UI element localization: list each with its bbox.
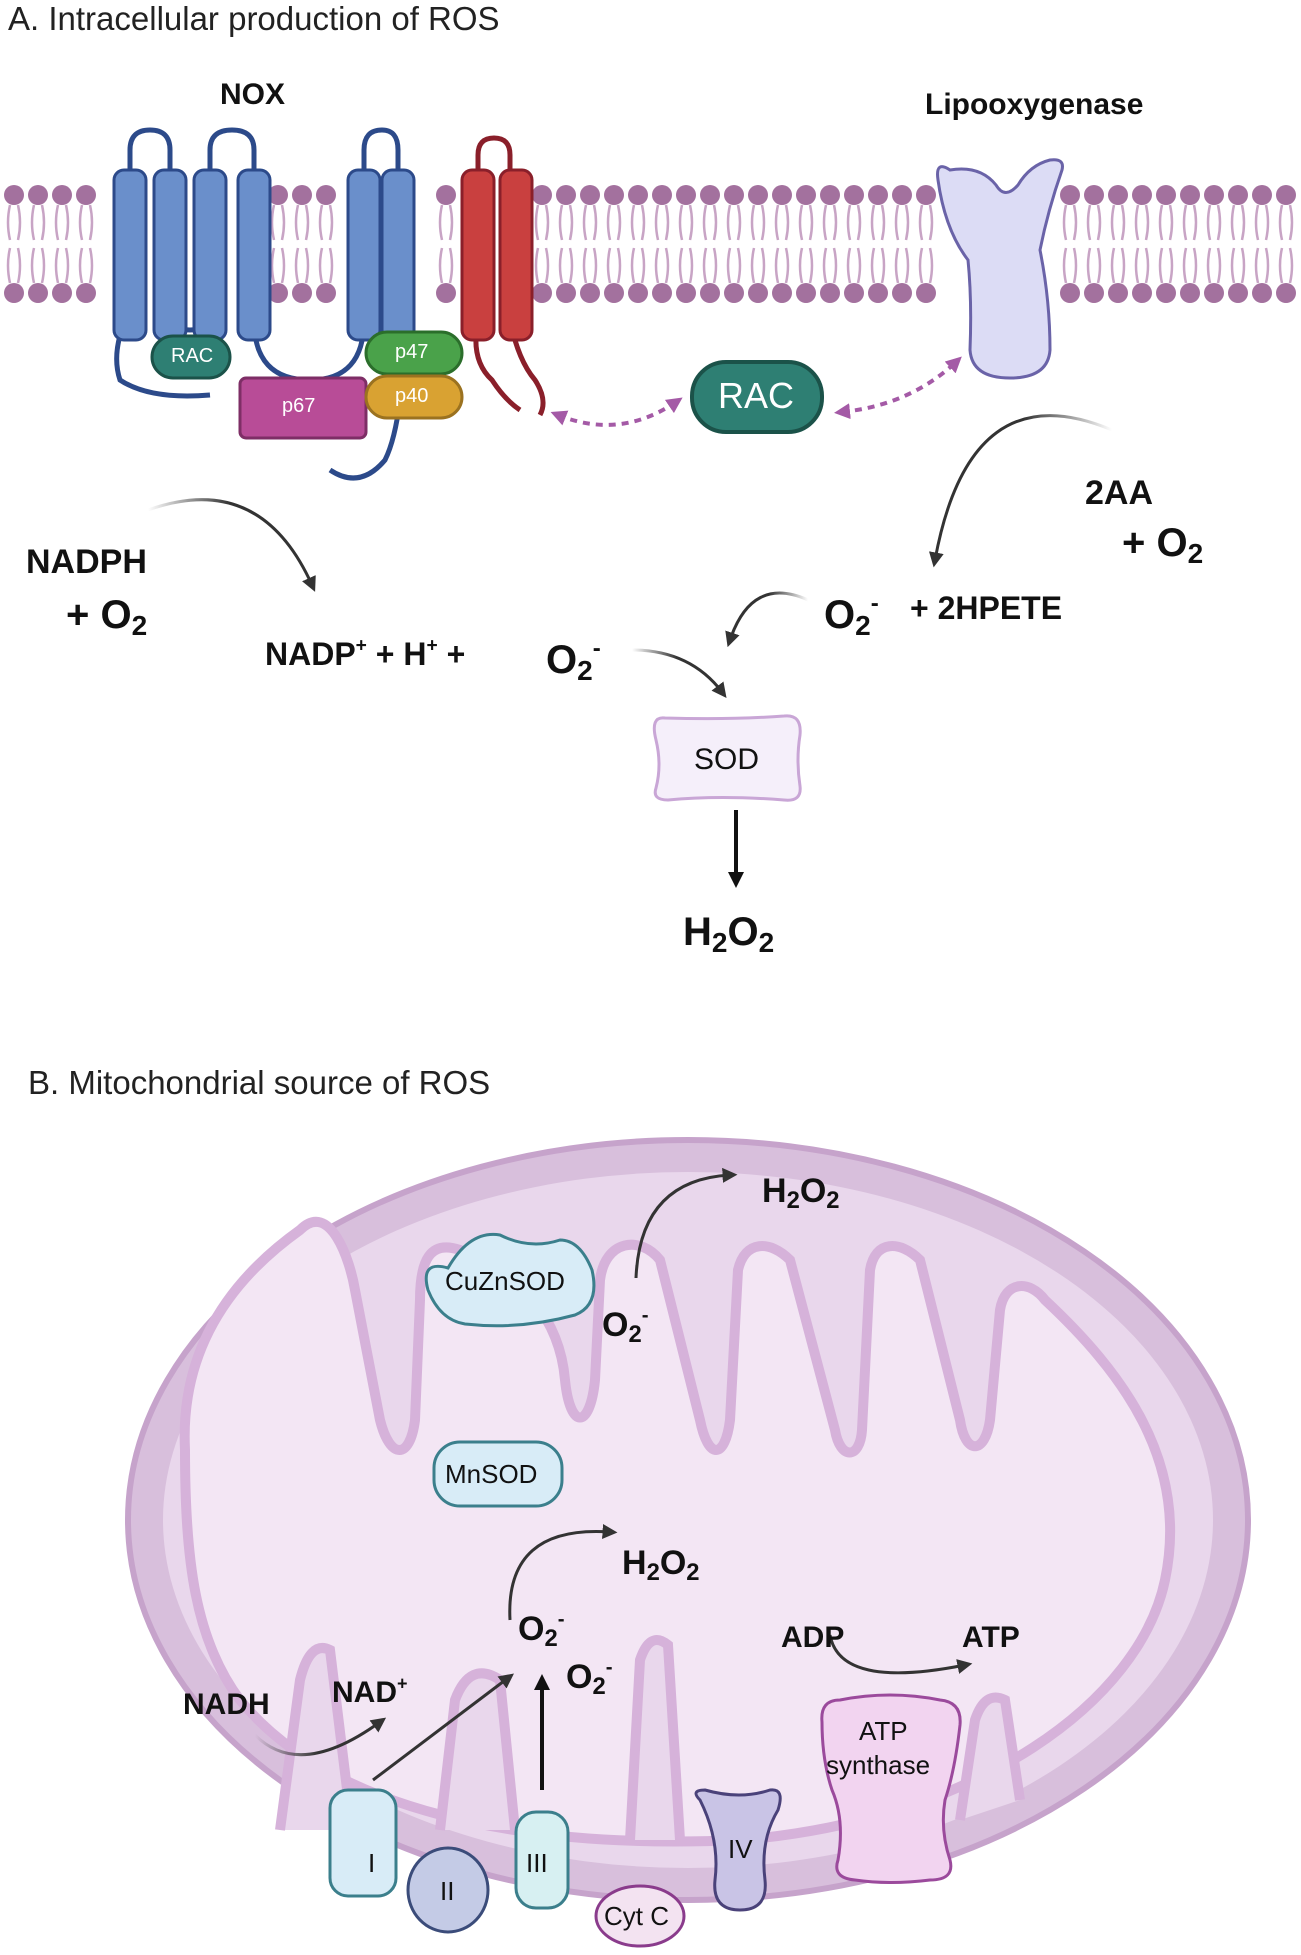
complex-i-label: I <box>368 1848 376 1878</box>
complex-iv-shape <box>694 1788 782 1912</box>
superoxide-matrix-1: O2- <box>518 1608 565 1652</box>
cuznsod-shape <box>424 1232 596 1328</box>
atp-synthase-label-1: ATP <box>859 1716 908 1746</box>
arrow-complex-i-o2 <box>372 1673 514 1782</box>
mnsod-shape <box>432 1440 564 1508</box>
h2o2-matrix: H2O2 <box>622 1544 700 1586</box>
cyt-c-label: Cyt C <box>604 1901 669 1931</box>
nadph-label: NADPH <box>26 543 147 581</box>
arrow-2aa <box>928 414 1113 568</box>
dotted-arrow-right <box>834 356 962 420</box>
p67-shape <box>238 376 368 440</box>
atp-label: ATP <box>962 1621 1020 1654</box>
adp-label: ADP <box>781 1621 845 1654</box>
nox-label: NOX <box>220 78 286 111</box>
h2o2-cuznsod: H2O2 <box>762 1172 840 1214</box>
lipoxygenase-label: Lipooxygenase <box>925 88 1144 121</box>
complex-iii-label: III <box>526 1848 548 1878</box>
section-a-title: A. Intracellular production of ROS <box>8 0 500 37</box>
section-b-title: B. Mitochondrial source of ROS <box>28 1064 491 1101</box>
complex-iii-shape <box>514 1810 570 1910</box>
complex-i-shape <box>328 1788 398 1898</box>
superoxide-nox: O2- <box>546 635 601 686</box>
complex-ii-shape <box>406 1846 490 1934</box>
superoxide-matrix-2: O2- <box>566 1656 613 1700</box>
arrow-nadph <box>147 498 316 592</box>
arrow-o2-left <box>631 648 727 698</box>
atp-synthase-shape <box>820 1693 962 1884</box>
p47-label: p47 <box>395 341 429 363</box>
dotted-arrow-left <box>550 397 683 427</box>
rac-large-shape <box>690 360 824 434</box>
nadp-h-products: NADP+ + H+ + <box>265 635 466 672</box>
p67-label: p67 <box>282 395 316 417</box>
plus-o2-right: + O2 <box>1122 521 1204 569</box>
lipoxygenase-shape <box>936 158 1064 380</box>
p47-shape <box>364 330 464 376</box>
rac-small-label: RAC <box>171 345 214 367</box>
p40-shape <box>364 374 464 420</box>
cuznsod-label: CuZnSOD <box>445 1266 565 1296</box>
p40-label: p40 <box>395 385 429 407</box>
sod-shape <box>652 714 802 802</box>
rac-large-label: RAC <box>718 375 795 416</box>
superoxide-lox: O2- <box>824 590 879 641</box>
rac-small-shape <box>150 334 232 380</box>
cyt-c-shape <box>594 1884 686 1948</box>
sod-label: SOD <box>694 743 760 776</box>
mitochondrion <box>125 1137 1251 1903</box>
hpete-label: + 2HPETE <box>910 590 1063 626</box>
complex-iv-label: IV <box>728 1834 753 1864</box>
aa-label: 2AA <box>1085 474 1154 512</box>
nox-complex <box>112 127 546 481</box>
nad-label: NAD+ <box>332 1673 408 1709</box>
atp-synthase-label-2: synthase <box>826 1750 931 1780</box>
arrow-cuznsod-h2o2 <box>634 1167 738 1279</box>
complex-ii-label: II <box>440 1876 455 1906</box>
nadh-label: NADH <box>183 1688 270 1721</box>
h2o2-a: H2O2 <box>683 910 775 958</box>
plus-o2-left: + O2 <box>66 593 148 641</box>
arrow-nadh-nad <box>253 1717 387 1757</box>
lipid-bilayer <box>4 185 1296 303</box>
superoxide-ims: O2- <box>602 1304 649 1348</box>
arrow-o2-right <box>725 591 809 648</box>
arrow-adp-atp <box>828 1634 973 1675</box>
mnsod-label: MnSOD <box>445 1459 538 1489</box>
arrow-mnsod-h2o2 <box>508 1524 618 1621</box>
